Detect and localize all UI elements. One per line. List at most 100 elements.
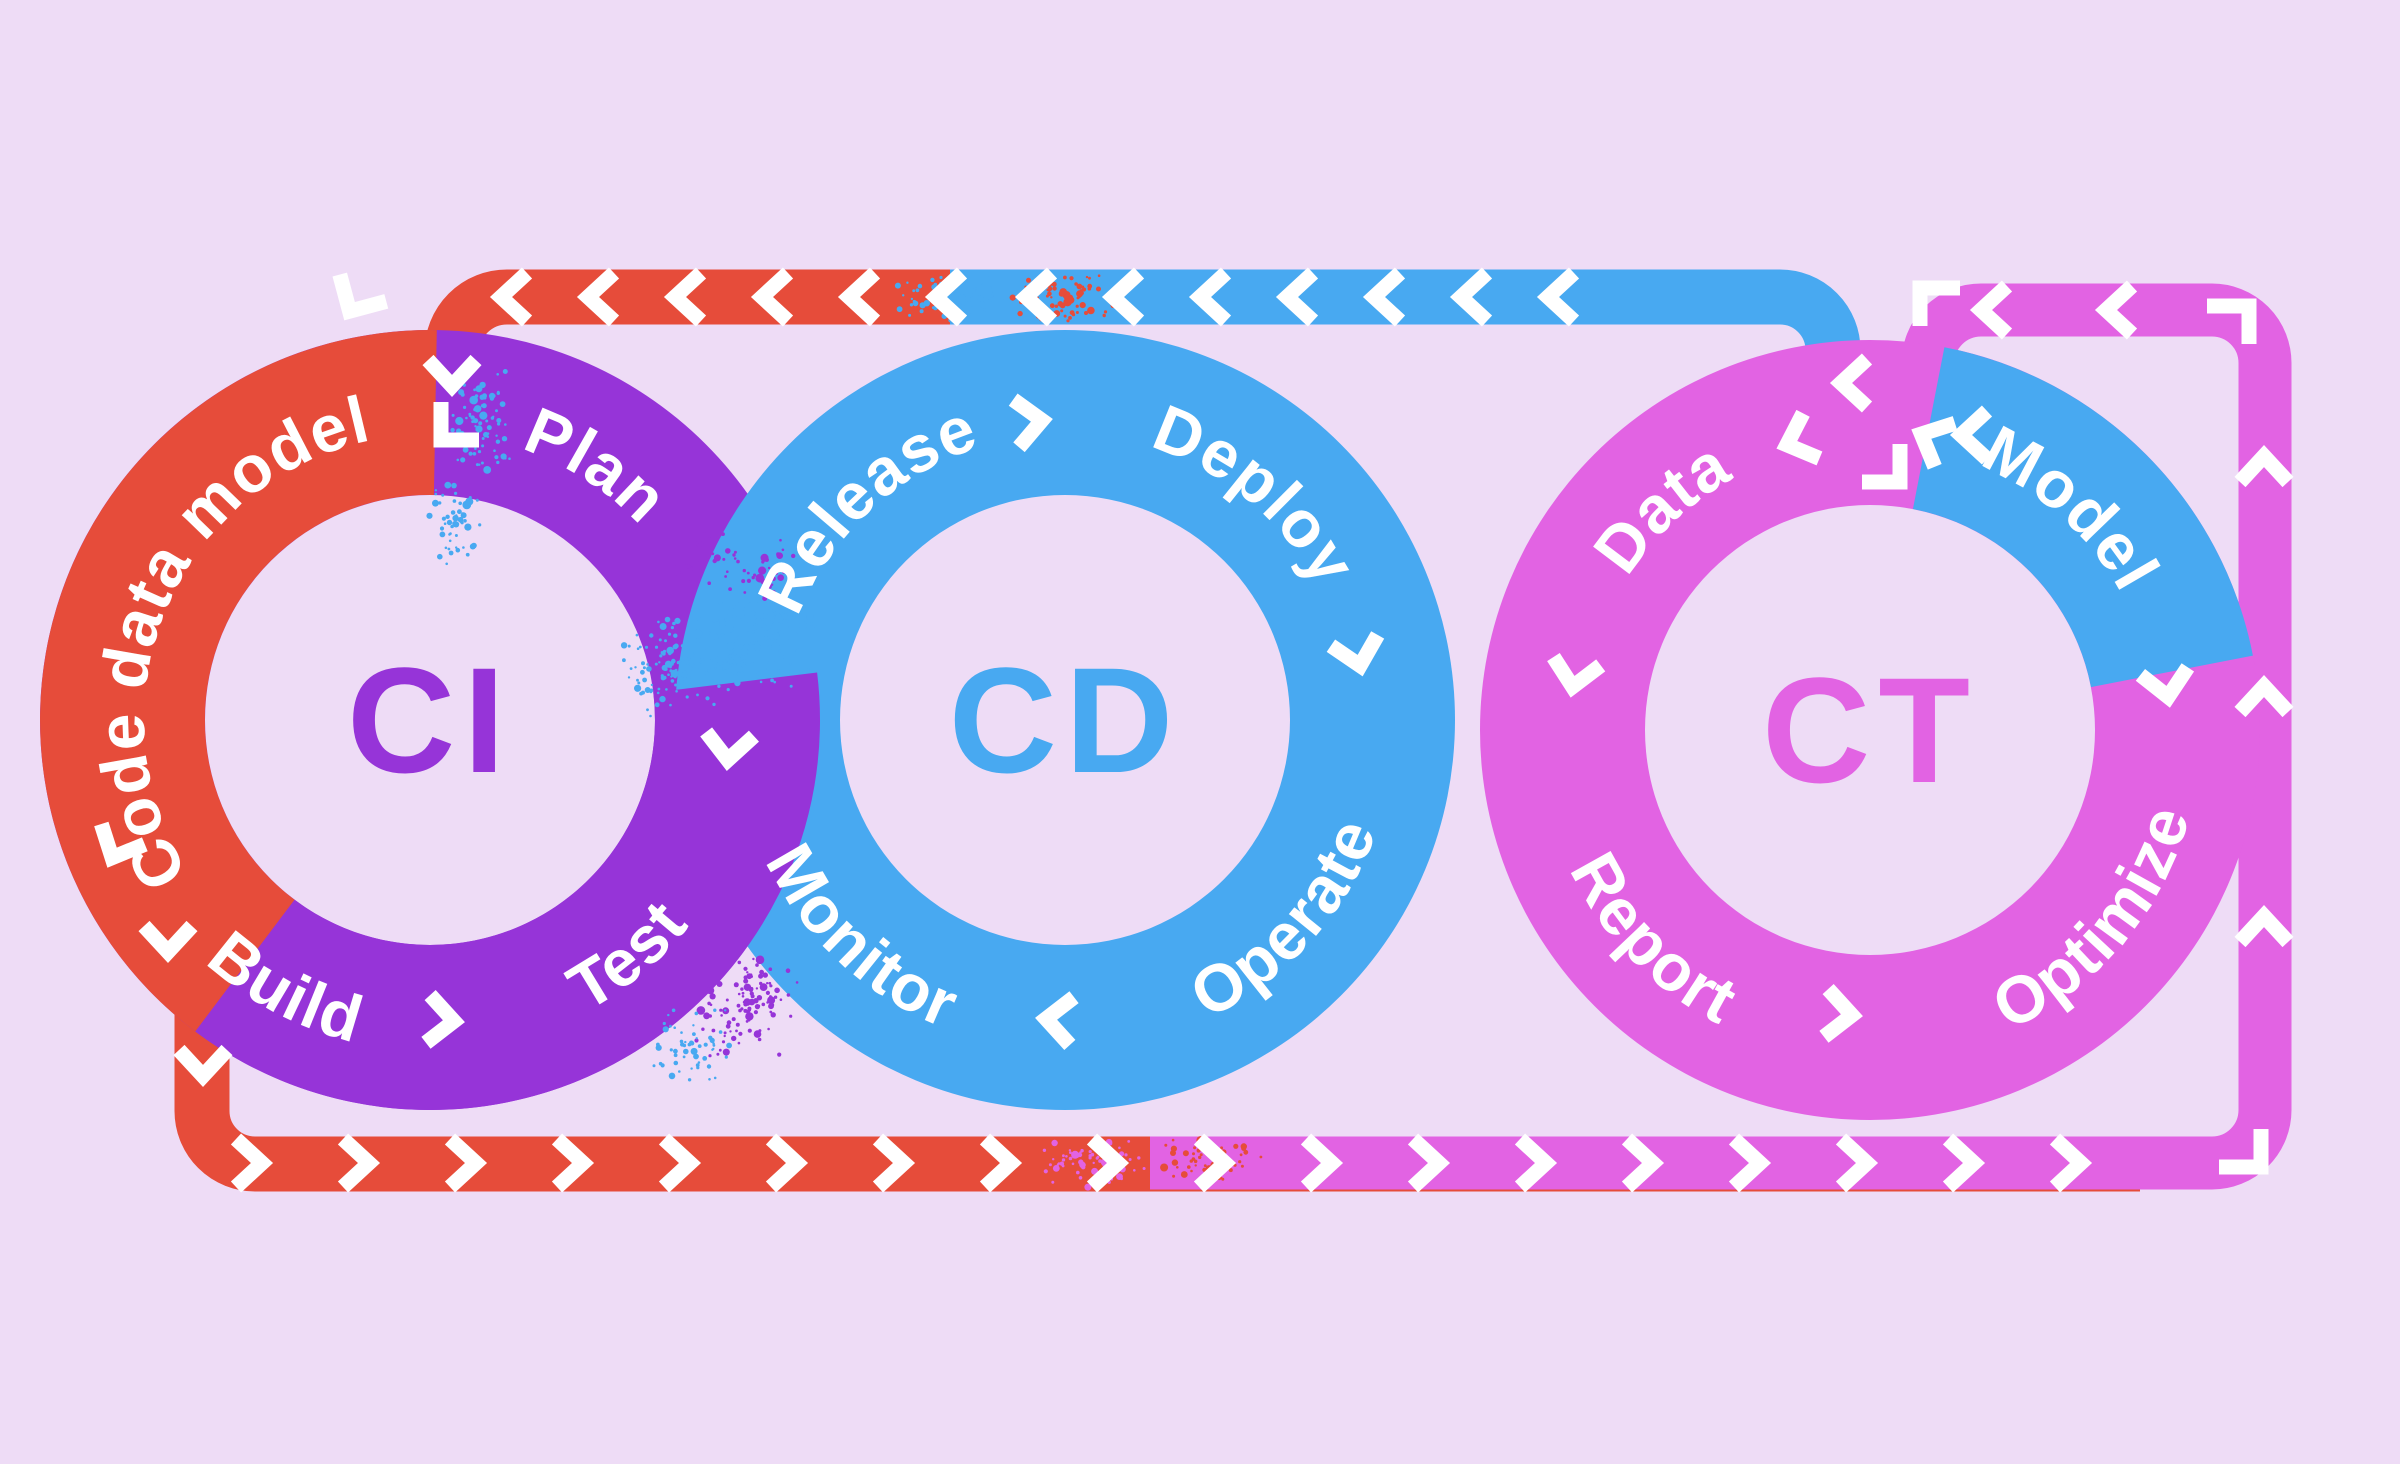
spray-dot <box>460 521 464 525</box>
ct-abbr-label: CT <box>1762 646 1978 814</box>
spray-dot <box>482 395 487 400</box>
spray-dot <box>682 1043 687 1048</box>
spray-dot <box>709 993 716 1000</box>
spray-dot <box>714 617 719 622</box>
spray-dot <box>799 621 808 630</box>
spray-dot <box>770 583 774 586</box>
spray-dot <box>1238 1160 1242 1164</box>
ci-abbr-label: CI <box>347 636 513 804</box>
spray-dot <box>673 1026 676 1029</box>
spray-dot <box>741 991 745 995</box>
spray-dot <box>776 596 779 600</box>
spray-dot <box>738 618 742 622</box>
flow-chevron-icon <box>1008 393 1053 453</box>
spray-dot <box>1048 286 1053 291</box>
spray-dot <box>670 675 673 678</box>
spray-dot <box>969 292 974 297</box>
spray-dot <box>657 620 660 624</box>
spray-dot <box>1050 296 1053 299</box>
spray-dot <box>712 677 715 680</box>
spray-dot <box>1071 312 1076 317</box>
spray-dot <box>788 581 794 587</box>
spray-dot <box>1176 1166 1179 1169</box>
spray-dot <box>990 284 994 287</box>
spray-dot <box>1054 304 1059 308</box>
spray-dot <box>740 987 744 991</box>
spray-dot <box>673 633 678 638</box>
spray-dot <box>725 607 729 610</box>
spray-dot <box>445 514 450 519</box>
spray-dot <box>746 628 749 632</box>
spray-dot <box>792 614 796 617</box>
spray-dot <box>988 298 992 303</box>
spray-dot <box>779 616 784 621</box>
spray-dot <box>758 973 764 979</box>
flow-chevron-icon <box>1911 416 1958 470</box>
spray-dot <box>471 420 475 424</box>
flow-chevron-icon <box>1949 405 1993 465</box>
spray-dot <box>789 1014 793 1018</box>
spray-dot <box>495 434 498 437</box>
spray-dot <box>776 665 781 670</box>
spray-dot <box>670 669 679 678</box>
spray-dot <box>765 638 774 647</box>
spray-dot <box>683 529 688 534</box>
spray-dot <box>919 309 924 314</box>
spray-dot <box>761 1002 766 1007</box>
spray-dot <box>474 394 479 398</box>
spray-dot <box>975 289 979 293</box>
spray-dot <box>674 564 678 568</box>
spray-dot <box>715 628 723 635</box>
spray-dot <box>1074 1152 1080 1158</box>
spray-dot <box>1190 1169 1193 1173</box>
spray-dot <box>461 512 464 515</box>
spray-dot <box>1059 1161 1065 1166</box>
spray-dot <box>1084 1183 1092 1191</box>
spray-dot <box>703 1012 710 1020</box>
spray-dot <box>1052 286 1057 291</box>
spray-dot <box>756 670 760 674</box>
spray-dot <box>718 1048 722 1052</box>
spray-dot <box>471 542 477 549</box>
spray-dot <box>722 1048 730 1056</box>
spray-dot <box>957 303 961 306</box>
spray-dot <box>713 1076 717 1080</box>
spray-dot <box>1240 1143 1248 1150</box>
spray-dot <box>806 613 814 621</box>
spray-dot <box>642 677 647 683</box>
spray-dot <box>659 623 667 630</box>
spray-dot <box>696 693 699 697</box>
spray-dot <box>458 501 463 506</box>
spray-dot <box>902 294 905 297</box>
spray-dot <box>707 1001 711 1006</box>
spray-dot <box>737 992 741 996</box>
spray-dot <box>772 622 777 627</box>
spray-dot <box>714 655 718 659</box>
spray-dot <box>1170 1150 1176 1156</box>
spray-dot <box>717 684 721 688</box>
flow-chevron-icon <box>1300 1133 1344 1193</box>
spray-dot <box>930 277 935 283</box>
spray-dot <box>711 1048 714 1052</box>
spray-dot <box>732 660 736 664</box>
flow-chevron-icon <box>1728 1133 1772 1193</box>
spray-dot <box>754 631 759 636</box>
spray-dot <box>695 1063 700 1068</box>
spray-dot <box>785 638 789 642</box>
spray-dot <box>1087 306 1095 315</box>
spray-dot <box>670 626 675 630</box>
spray-dot <box>736 672 741 677</box>
spray-dot <box>703 531 706 535</box>
spray-dot <box>787 603 791 607</box>
flow-chevron-icon <box>1819 983 1863 1043</box>
spray-dot <box>764 588 768 592</box>
spray-dot <box>755 987 759 990</box>
flow-chevron-icon <box>138 920 198 964</box>
spray-dot <box>504 423 507 426</box>
spray-dot <box>729 652 732 655</box>
spray-dot <box>657 687 661 691</box>
spray-dot <box>721 633 725 637</box>
spray-dot <box>769 984 773 988</box>
spray-dot <box>463 405 467 409</box>
spray-dot <box>912 289 916 293</box>
